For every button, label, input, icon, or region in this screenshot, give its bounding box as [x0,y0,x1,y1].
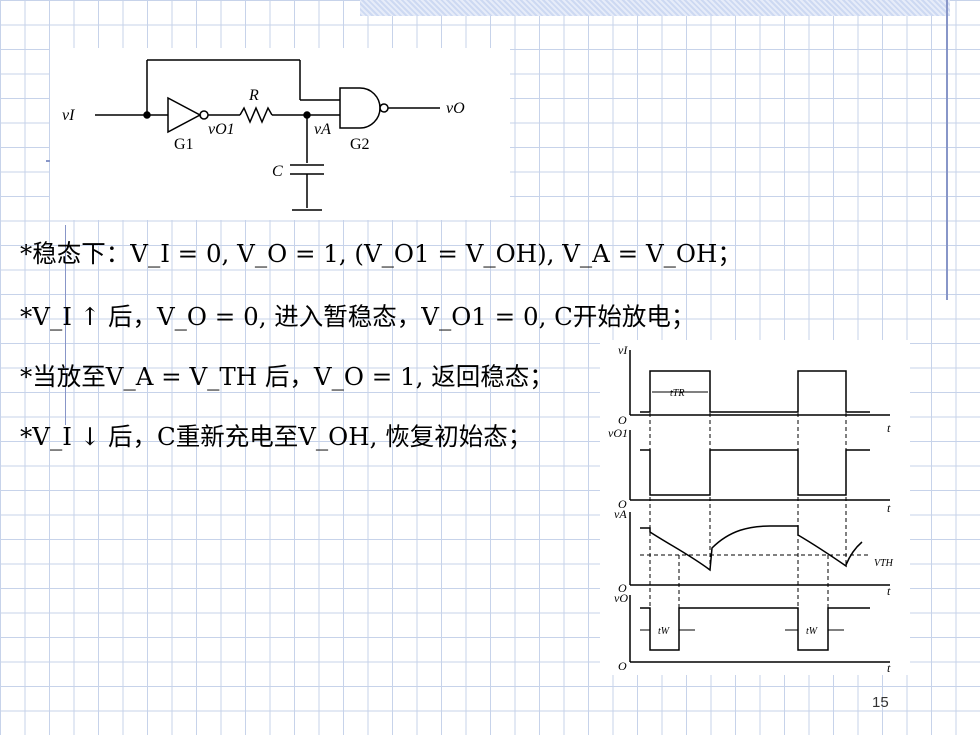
bullet-3: *当放至V_A = V_TH 后，V_O = 1, 返回稳态； [20,362,554,391]
page-number: 15 [872,694,889,711]
bullet-2: *V_I ↑ 后，V_O = 0, 进入暂稳态，V_O1 = 0, C开始放电； [20,302,696,331]
gate2-label: G2 [350,136,370,153]
top-decor-bar [360,0,950,16]
output-label: vO [446,100,465,117]
tW-label-2: tW [806,626,819,637]
resistor-label: R [248,87,259,104]
vO-axis-label: vO [614,591,628,605]
node-o1-label: vO1 [208,121,235,138]
monostable-circuit-diagram: vI vO vO1 vA R C G1 G2 [50,48,510,220]
node-a-label: vA [314,121,331,138]
vA-waveform [640,525,863,572]
left-accent-line [65,225,66,425]
vI-waveform [640,370,870,413]
time-label-1: t [887,421,891,435]
time-label-3: t [887,584,891,598]
capacitor-label: C [272,163,283,180]
gate1-inverter-symbol [167,96,202,134]
time-label-2: t [887,501,891,515]
gate1-label: G1 [174,136,194,153]
resistor-symbol [239,106,273,124]
vI-axis-label: vI [618,343,628,357]
bullet-1: *稳态下：V_I = 0, V_O = 1, (V_O1 = V_OH), V_… [20,239,742,268]
tW-label-1: tW [658,626,671,637]
input-label: vI [62,107,75,124]
origin-label-2: O [618,497,627,511]
left-tick-mark [46,160,50,162]
bullet-4: *V_I ↓ 后，C重新充电至V_OH, 恢复初始态； [20,422,533,451]
right-accent-line [946,0,948,300]
vTH-label: VTH [874,558,894,569]
origin-label-1: O [618,413,627,427]
timing-waveform-diagram: vI vO1 vA vO O O O O t t t t tTR tW tW V… [600,340,910,675]
time-label-4: t [887,661,891,675]
vO1-axis-label: vO1 [608,426,628,440]
origin-label-4: O [618,659,627,673]
vA-axis-label: vA [614,507,627,521]
origin-label-3: O [618,581,627,595]
tTR-label: tTR [670,388,684,399]
